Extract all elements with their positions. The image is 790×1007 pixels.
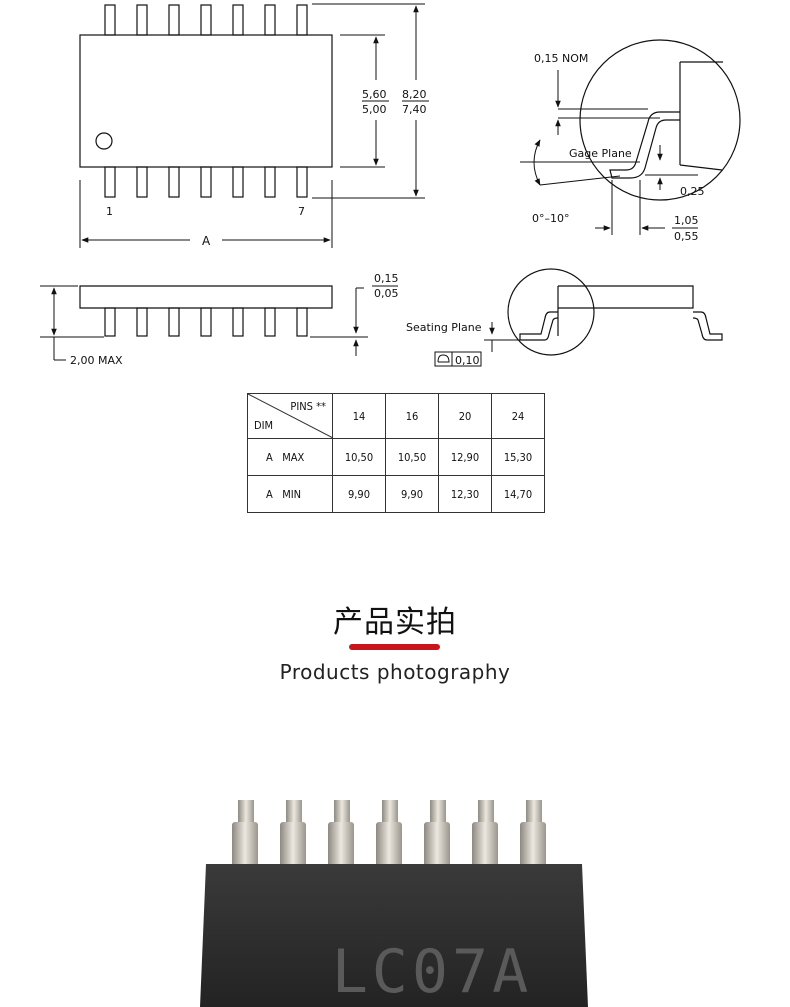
dim-a-label: A <box>202 234 211 248</box>
seating-circle <box>507 268 595 356</box>
flatness-frame <box>434 351 482 367</box>
top-view <box>79 3 429 248</box>
pins-24: 24 <box>491 393 545 439</box>
dimension-table: PINS ** DIM 14 16 20 24 A MAX 10,50 10,5… <box>247 393 545 513</box>
table-cell: 12,30 <box>438 475 492 513</box>
nom-label: 0,15 NOM <box>534 52 588 65</box>
table-cell: 14,70 <box>491 475 545 513</box>
product-photo: LC07A <box>200 800 588 1007</box>
chip-pins <box>232 800 546 874</box>
table-corner: PINS ** DIM <box>247 393 333 439</box>
section-title: 产品实拍 <box>333 605 457 640</box>
corner-diagonal <box>248 394 333 438</box>
pin7-label: 7 <box>298 205 305 218</box>
header-dim: DIM <box>254 419 274 432</box>
top-leads-upper <box>104 4 308 36</box>
table-cell: 12,90 <box>438 438 492 476</box>
pin1-marker <box>95 132 113 150</box>
header-pins: PINS ** <box>290 400 326 413</box>
pins-16: 16 <box>385 393 439 439</box>
overall-width-top: 8,20 <box>402 88 427 101</box>
side-leads <box>104 307 308 337</box>
table-cell: 10,50 <box>332 438 386 476</box>
lead-detail <box>520 39 741 235</box>
pins-20: 20 <box>438 393 492 439</box>
chip-body <box>200 864 588 1007</box>
table-cell: 9,90 <box>385 475 439 513</box>
body-width-top: 5,60 <box>362 88 387 101</box>
table-row: A MIN 9,90 9,90 12,30 14,70 <box>247 475 545 513</box>
table-cell: 10,50 <box>385 438 439 476</box>
foot-length-bottom: 0,55 <box>674 230 699 243</box>
top-view-body <box>79 34 333 168</box>
title-accent-bar <box>349 644 440 650</box>
standoff-top: 0,15 <box>374 272 399 285</box>
row-label-min: A MIN <box>247 475 333 513</box>
table-row: A MAX 10,50 10,50 12,90 15,30 <box>247 438 545 476</box>
package-drawing: 1 7 A 5,60 5,00 8,20 7,40 0,15 NOM Gage … <box>40 3 741 367</box>
top-leads-lower <box>104 166 308 198</box>
gage-plane-label: Gage Plane <box>569 147 632 160</box>
pin1-label: 1 <box>106 205 113 218</box>
flatness-label: 0,10 <box>455 354 480 367</box>
lead-thickness-label: 0,25 <box>680 185 705 198</box>
section-subtitle: Products photography <box>279 660 511 684</box>
height-max-label: 2,00 MAX <box>70 354 123 367</box>
detail-circle <box>579 39 741 201</box>
side-view <box>40 285 368 361</box>
table-cell: 15,30 <box>491 438 545 476</box>
body-width-bottom: 5,00 <box>362 103 387 116</box>
pins-14: 14 <box>332 393 386 439</box>
chip-marking: LC07A <box>332 937 533 1007</box>
row-label-max: A MAX <box>247 438 333 476</box>
overall-width-bottom: 7,40 <box>402 103 427 116</box>
table-cell: 9,90 <box>332 475 386 513</box>
foot-length-top: 1,05 <box>674 214 699 227</box>
seating-plane-label: Seating Plane <box>406 321 482 334</box>
table-header-row: PINS ** DIM 14 16 20 24 <box>247 393 545 439</box>
standoff-bottom: 0,05 <box>374 287 399 300</box>
seating-detail <box>434 268 723 367</box>
angle-label: 0°–10° <box>532 212 570 225</box>
